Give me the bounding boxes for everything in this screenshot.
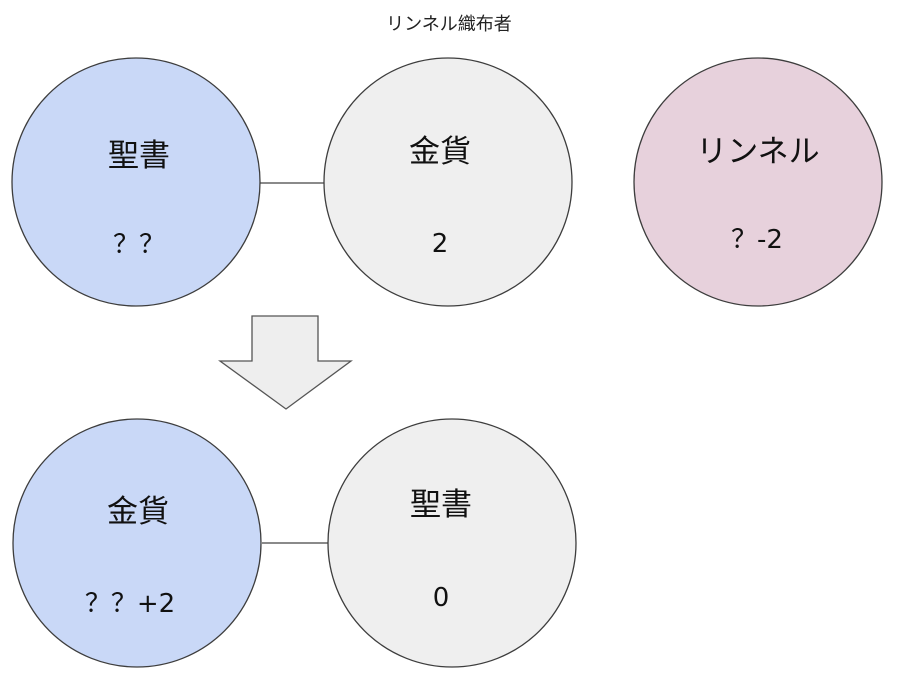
node-top-left-circle bbox=[11, 57, 261, 307]
node-top-left-name: 聖書 bbox=[108, 138, 170, 174]
node-bottom-middle-circle bbox=[327, 418, 577, 668]
diagram-title: リンネル織布者 bbox=[386, 14, 512, 35]
node-top-left-value: ？？ bbox=[113, 230, 165, 260]
node-bottom-left-value: ？？+2 bbox=[85, 589, 175, 619]
node-top-right: リンネル ？-2 bbox=[633, 57, 883, 307]
node-top-left: 聖書 ？？ bbox=[11, 57, 261, 307]
node-top-middle: 金貨 2 bbox=[323, 57, 573, 307]
node-bottom-left: 金貨 ？？+2 bbox=[12, 418, 262, 668]
node-top-middle-name: 金貨 bbox=[409, 134, 471, 170]
node-bottom-left-name: 金貨 bbox=[107, 494, 169, 530]
node-bottom-middle: 聖書 0 bbox=[327, 418, 577, 668]
node-top-right-name: リンネル bbox=[696, 134, 819, 170]
node-top-middle-circle bbox=[323, 57, 573, 307]
node-bottom-middle-value: 0 bbox=[433, 583, 450, 613]
node-top-right-circle bbox=[633, 57, 883, 307]
node-bottom-left-circle bbox=[12, 418, 262, 668]
node-top-right-value: ？-2 bbox=[731, 225, 783, 255]
node-bottom-middle-name: 聖書 bbox=[410, 487, 472, 523]
down-arrow-icon bbox=[218, 315, 353, 410]
node-top-middle-value: 2 bbox=[432, 229, 449, 259]
